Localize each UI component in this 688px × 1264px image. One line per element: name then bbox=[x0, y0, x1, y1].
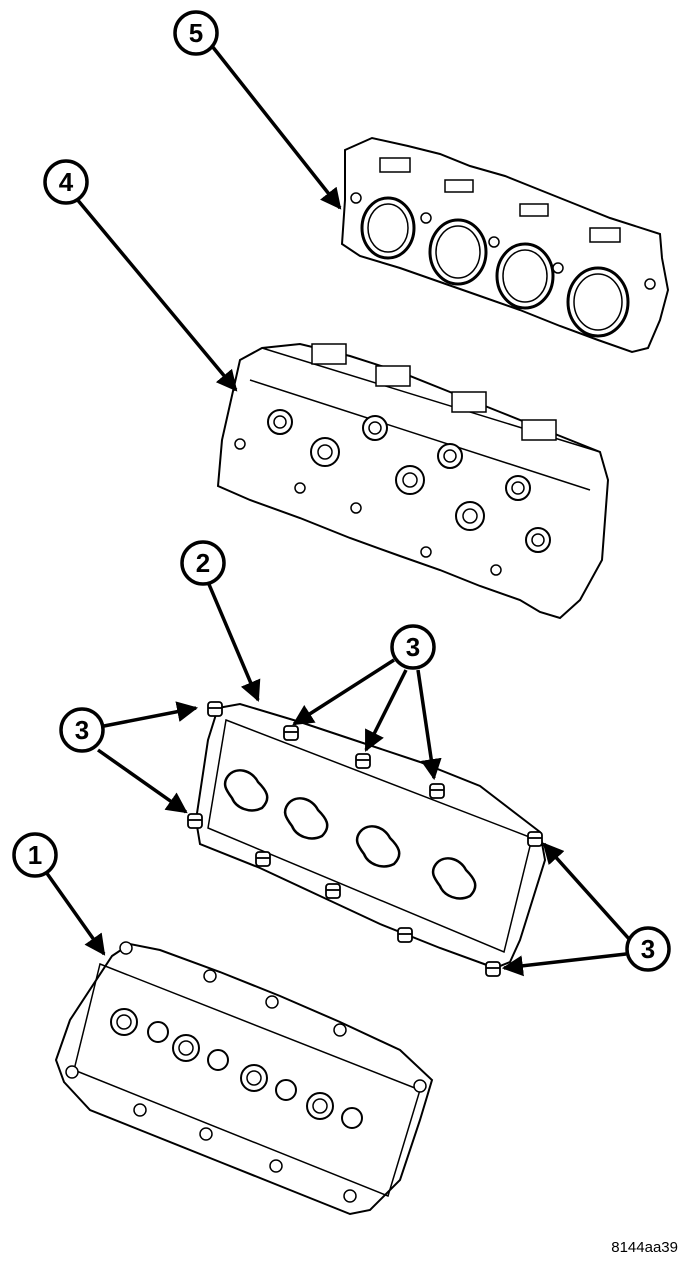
callout-4: 4 bbox=[43, 159, 89, 205]
callout-3-top: 3 bbox=[390, 624, 436, 670]
callout-4-number: 4 bbox=[59, 167, 74, 197]
callout-1-number: 1 bbox=[28, 840, 42, 870]
arrow-3-left-bottom bbox=[96, 748, 188, 814]
stud-8 bbox=[325, 883, 341, 899]
callout-5-number: 5 bbox=[189, 18, 203, 48]
arrow-3-right-bottom bbox=[501, 952, 627, 977]
callout-2-number: 2 bbox=[196, 548, 210, 578]
stud-9 bbox=[397, 927, 413, 943]
callout-3-right: 3 bbox=[625, 926, 671, 972]
mounting-studs-part bbox=[187, 701, 543, 977]
arrow-3-top-b bbox=[364, 669, 408, 752]
cylinder-head-part bbox=[216, 342, 610, 620]
manifold-gasket-part bbox=[194, 702, 547, 970]
arrow-3-right-top bbox=[542, 842, 632, 942]
callout-5: 5 bbox=[173, 10, 219, 56]
arrow-3-top-c bbox=[416, 669, 442, 781]
callout-3-top-number: 3 bbox=[406, 632, 420, 662]
arrow-to-part-5 bbox=[210, 44, 342, 210]
arrow-to-part-1 bbox=[44, 870, 106, 956]
stud-5 bbox=[527, 831, 543, 847]
stud-3 bbox=[355, 753, 371, 769]
stud-10 bbox=[485, 961, 501, 977]
stud-6 bbox=[187, 813, 203, 829]
arrow-to-part-4 bbox=[74, 196, 238, 392]
callout-1: 1 bbox=[12, 832, 58, 878]
stud-2 bbox=[283, 725, 299, 741]
callout-3-left: 3 bbox=[59, 707, 105, 753]
stud-1 bbox=[207, 701, 223, 717]
arrow-to-part-2 bbox=[206, 581, 261, 702]
callout-3-right-number: 3 bbox=[641, 934, 655, 964]
leader-arrows bbox=[44, 44, 632, 977]
callout-3-left-number: 3 bbox=[75, 715, 89, 745]
arrow-3-left-top bbox=[103, 701, 199, 728]
stud-4 bbox=[429, 783, 445, 799]
stud-7 bbox=[255, 851, 271, 867]
head-gasket-part bbox=[340, 136, 670, 354]
callout-2: 2 bbox=[180, 540, 226, 586]
intake-manifold-part bbox=[54, 941, 434, 1216]
figure-id: 8144aa39 bbox=[611, 1239, 678, 1256]
arrow-3-top-a bbox=[292, 658, 395, 726]
